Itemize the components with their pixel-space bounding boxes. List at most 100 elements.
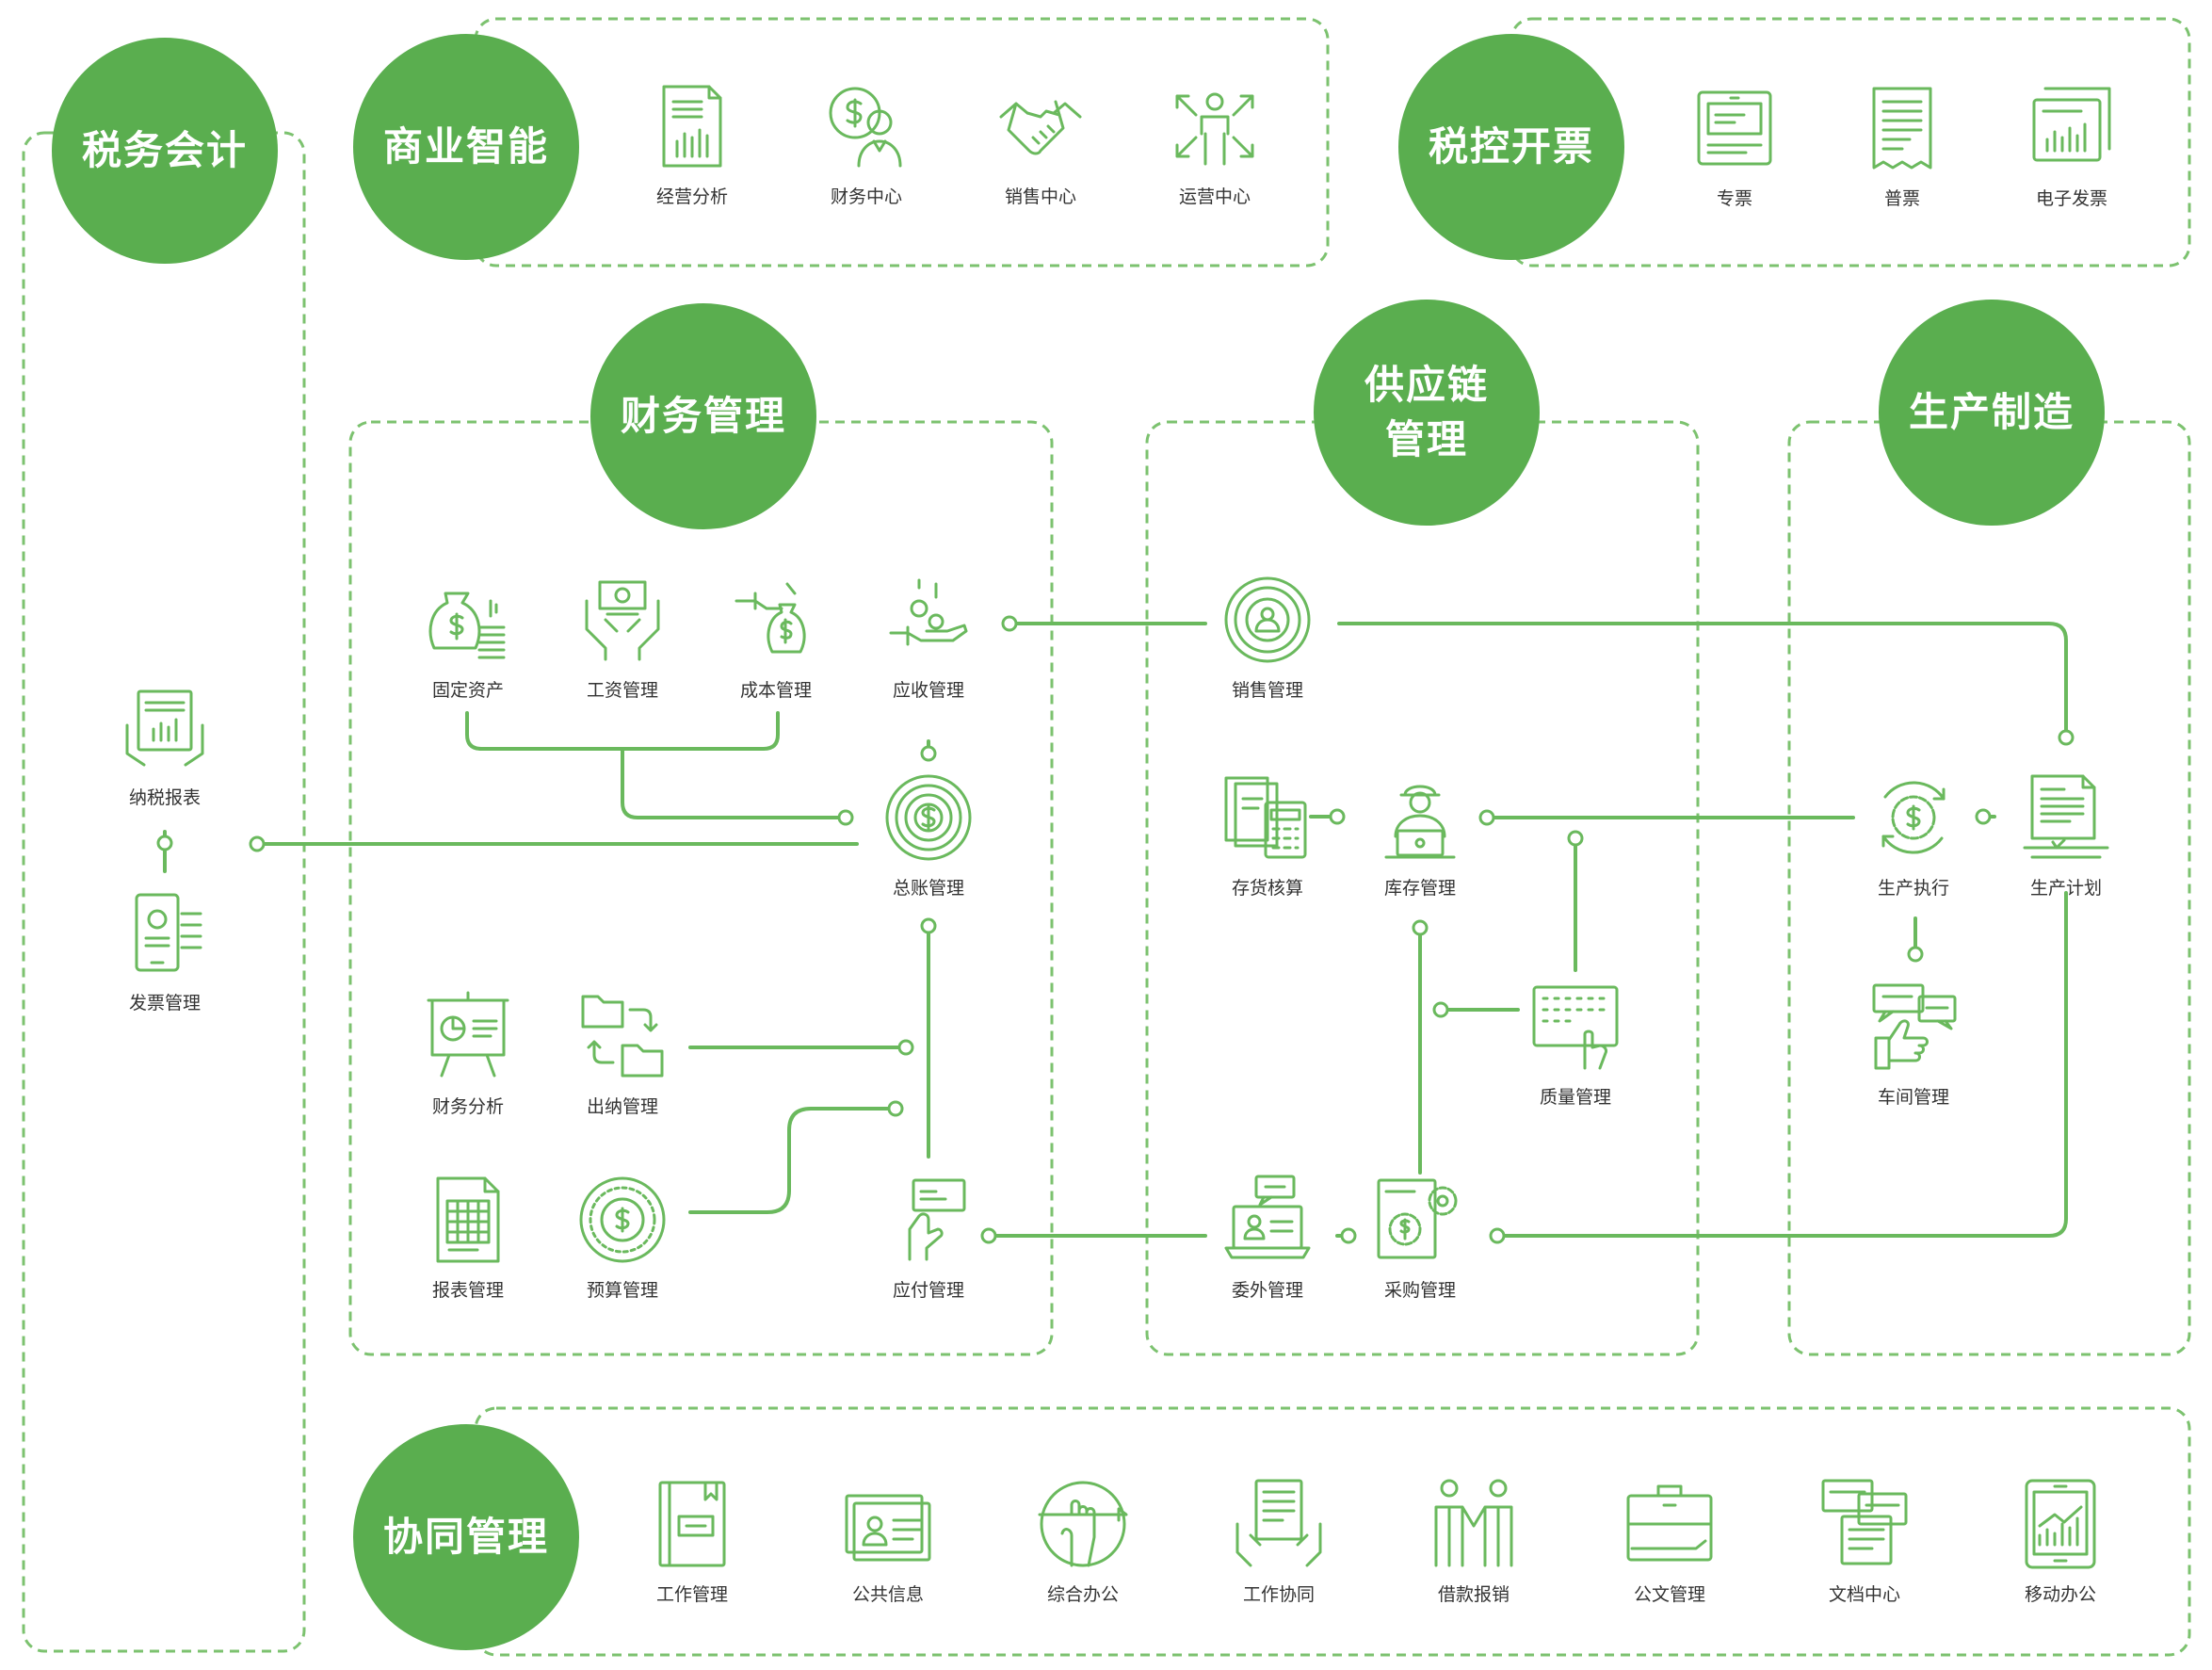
briefcase-icon	[1626, 1484, 1713, 1562]
node-sales-center[interactable]: 销售中心	[956, 79, 1125, 208]
presentation-board-icon	[427, 991, 509, 1078]
node-mobile-office[interactable]: 移动办公	[1976, 1477, 2145, 1606]
node-receivables[interactable]: 应收管理	[844, 573, 1013, 702]
module-collaboration: 协同管理	[353, 1424, 579, 1650]
id-cards-icon	[845, 1494, 931, 1562]
dot	[156, 835, 173, 851]
node-finance-center[interactable]: 财务中心	[782, 79, 951, 208]
target-dollar-icon	[885, 774, 972, 861]
module-production: 生产制造	[1879, 300, 2105, 526]
module-finance: 财务管理	[590, 303, 816, 529]
wire-sales-plan	[1337, 622, 2068, 738]
node-special-invoice[interactable]: 专票	[1650, 81, 1819, 210]
stacked-notes-icon	[1821, 1479, 1908, 1565]
dot	[1489, 1227, 1506, 1244]
worker-laptop-icon	[1384, 785, 1456, 859]
hand-coins-icon	[889, 578, 968, 646]
tablet-chart-icon	[2025, 1479, 2096, 1569]
node-cost-mgmt[interactable]: 成本管理	[691, 573, 861, 702]
node-fin-analysis[interactable]: 财务分析	[383, 989, 553, 1118]
dot	[249, 835, 266, 852]
bar-report-icon	[662, 85, 722, 168]
wire-budget-ledger	[688, 1107, 897, 1214]
node-sales-mgmt[interactable]: 销售管理	[1183, 573, 1352, 702]
dot	[1567, 830, 1584, 847]
node-tax-report[interactable]: 纳税报表	[80, 680, 250, 809]
node-normal-invoice[interactable]: 普票	[1817, 81, 1987, 210]
node-loan-reimburse[interactable]: 借款报销	[1389, 1477, 1558, 1606]
node-cashier[interactable]: 出纳管理	[538, 989, 707, 1118]
hands-document-icon	[1235, 1479, 1322, 1567]
node-ops-center[interactable]: 运营中心	[1130, 79, 1300, 208]
region-finance	[348, 420, 1054, 1356]
dot	[1329, 808, 1346, 825]
dot	[2058, 729, 2075, 746]
region-supply-chain	[1145, 420, 1700, 1356]
module-business-intelligence: 商业智能	[353, 34, 579, 260]
salary-hands-icon	[585, 580, 660, 661]
dot	[1412, 919, 1429, 936]
node-payroll[interactable]: 工资管理	[538, 573, 707, 702]
dot	[1001, 615, 1018, 632]
arrows-person-icon	[1175, 92, 1254, 166]
special-invoice-icon	[1697, 90, 1772, 166]
node-fixed-assets[interactable]: 固定资产	[383, 573, 553, 702]
node-general-office[interactable]: 综合办公	[998, 1477, 1168, 1606]
dot	[1907, 946, 1924, 963]
node-production-plan[interactable]: 生产计划	[1981, 770, 2151, 900]
node-workshop-mgmt[interactable]: 车间管理	[1829, 980, 1998, 1109]
node-stock-mgmt[interactable]: 库存管理	[1335, 770, 1505, 900]
finance-person-icon	[829, 87, 902, 168]
handshake-icon	[999, 100, 1082, 155]
node-biz-analysis[interactable]: 经营分析	[607, 79, 777, 208]
people-handshake-icon	[1434, 1479, 1513, 1567]
node-outsourcing[interactable]: 委外管理	[1183, 1173, 1352, 1302]
tax-report-icon	[125, 689, 204, 767]
node-payables[interactable]: 应付管理	[844, 1173, 1013, 1302]
node-work-mgmt[interactable]: 工作管理	[607, 1477, 777, 1606]
invoice-phone-icon	[135, 893, 202, 972]
node-work-collab[interactable]: 工作协同	[1194, 1477, 1364, 1606]
hand-pen-icon	[1038, 1481, 1128, 1567]
dot	[920, 917, 937, 934]
document-pen-icon	[2023, 774, 2109, 859]
folder-transfer-icon	[581, 995, 664, 1078]
dot	[837, 809, 854, 826]
node-purchase-mgmt[interactable]: 采购管理	[1335, 1173, 1505, 1302]
customer-target-icon	[1224, 576, 1311, 663]
cycle-gear-dollar-icon	[1881, 781, 1946, 854]
hand-money-bag-icon	[735, 582, 806, 654]
node-invoice-mgmt[interactable]: 发票管理	[80, 885, 250, 1014]
module-tax-accounting: 税务会计	[52, 38, 278, 264]
node-e-invoice[interactable]: 电子发票	[1987, 81, 2156, 210]
wire-assets-cost-bracket	[465, 711, 780, 751]
spreadsheet-icon	[436, 1176, 500, 1263]
node-document-mgmt[interactable]: 公文管理	[1585, 1477, 1754, 1606]
dot	[1340, 1227, 1357, 1244]
dot	[887, 1100, 904, 1117]
node-production-exec[interactable]: 生产执行	[1829, 770, 1998, 900]
wire-purchase-plan	[1495, 891, 2068, 1238]
node-public-info[interactable]: 公共信息	[803, 1477, 973, 1606]
e-invoice-icon	[2032, 87, 2111, 162]
receipt-icon	[1872, 87, 1932, 170]
dot	[1478, 809, 1495, 826]
node-budget-mgmt[interactable]: 预算管理	[538, 1173, 707, 1302]
node-inventory-acct[interactable]: 存货核算	[1183, 770, 1352, 900]
notebook-icon	[658, 1481, 726, 1567]
module-tax-invoicing: 税控开票	[1398, 34, 1624, 260]
thumbs-up-chat-icon	[1872, 983, 1957, 1070]
dot	[1432, 1001, 1449, 1018]
dot	[980, 1227, 997, 1244]
money-bag-coins-icon	[428, 592, 506, 659]
module-supply-chain: 供应链管理	[1314, 300, 1540, 526]
region-business-intelligence	[474, 17, 1330, 268]
dot	[920, 745, 937, 762]
laptop-contact-icon	[1224, 1175, 1311, 1259]
keyboard-hand-icon	[1532, 985, 1619, 1070]
node-doc-center[interactable]: 文档中心	[1780, 1477, 1949, 1606]
node-quality-mgmt[interactable]: 质量管理	[1491, 980, 1660, 1109]
node-report-mgmt[interactable]: 报表管理	[383, 1173, 553, 1302]
node-general-ledger[interactable]: 总账管理	[844, 770, 1013, 900]
